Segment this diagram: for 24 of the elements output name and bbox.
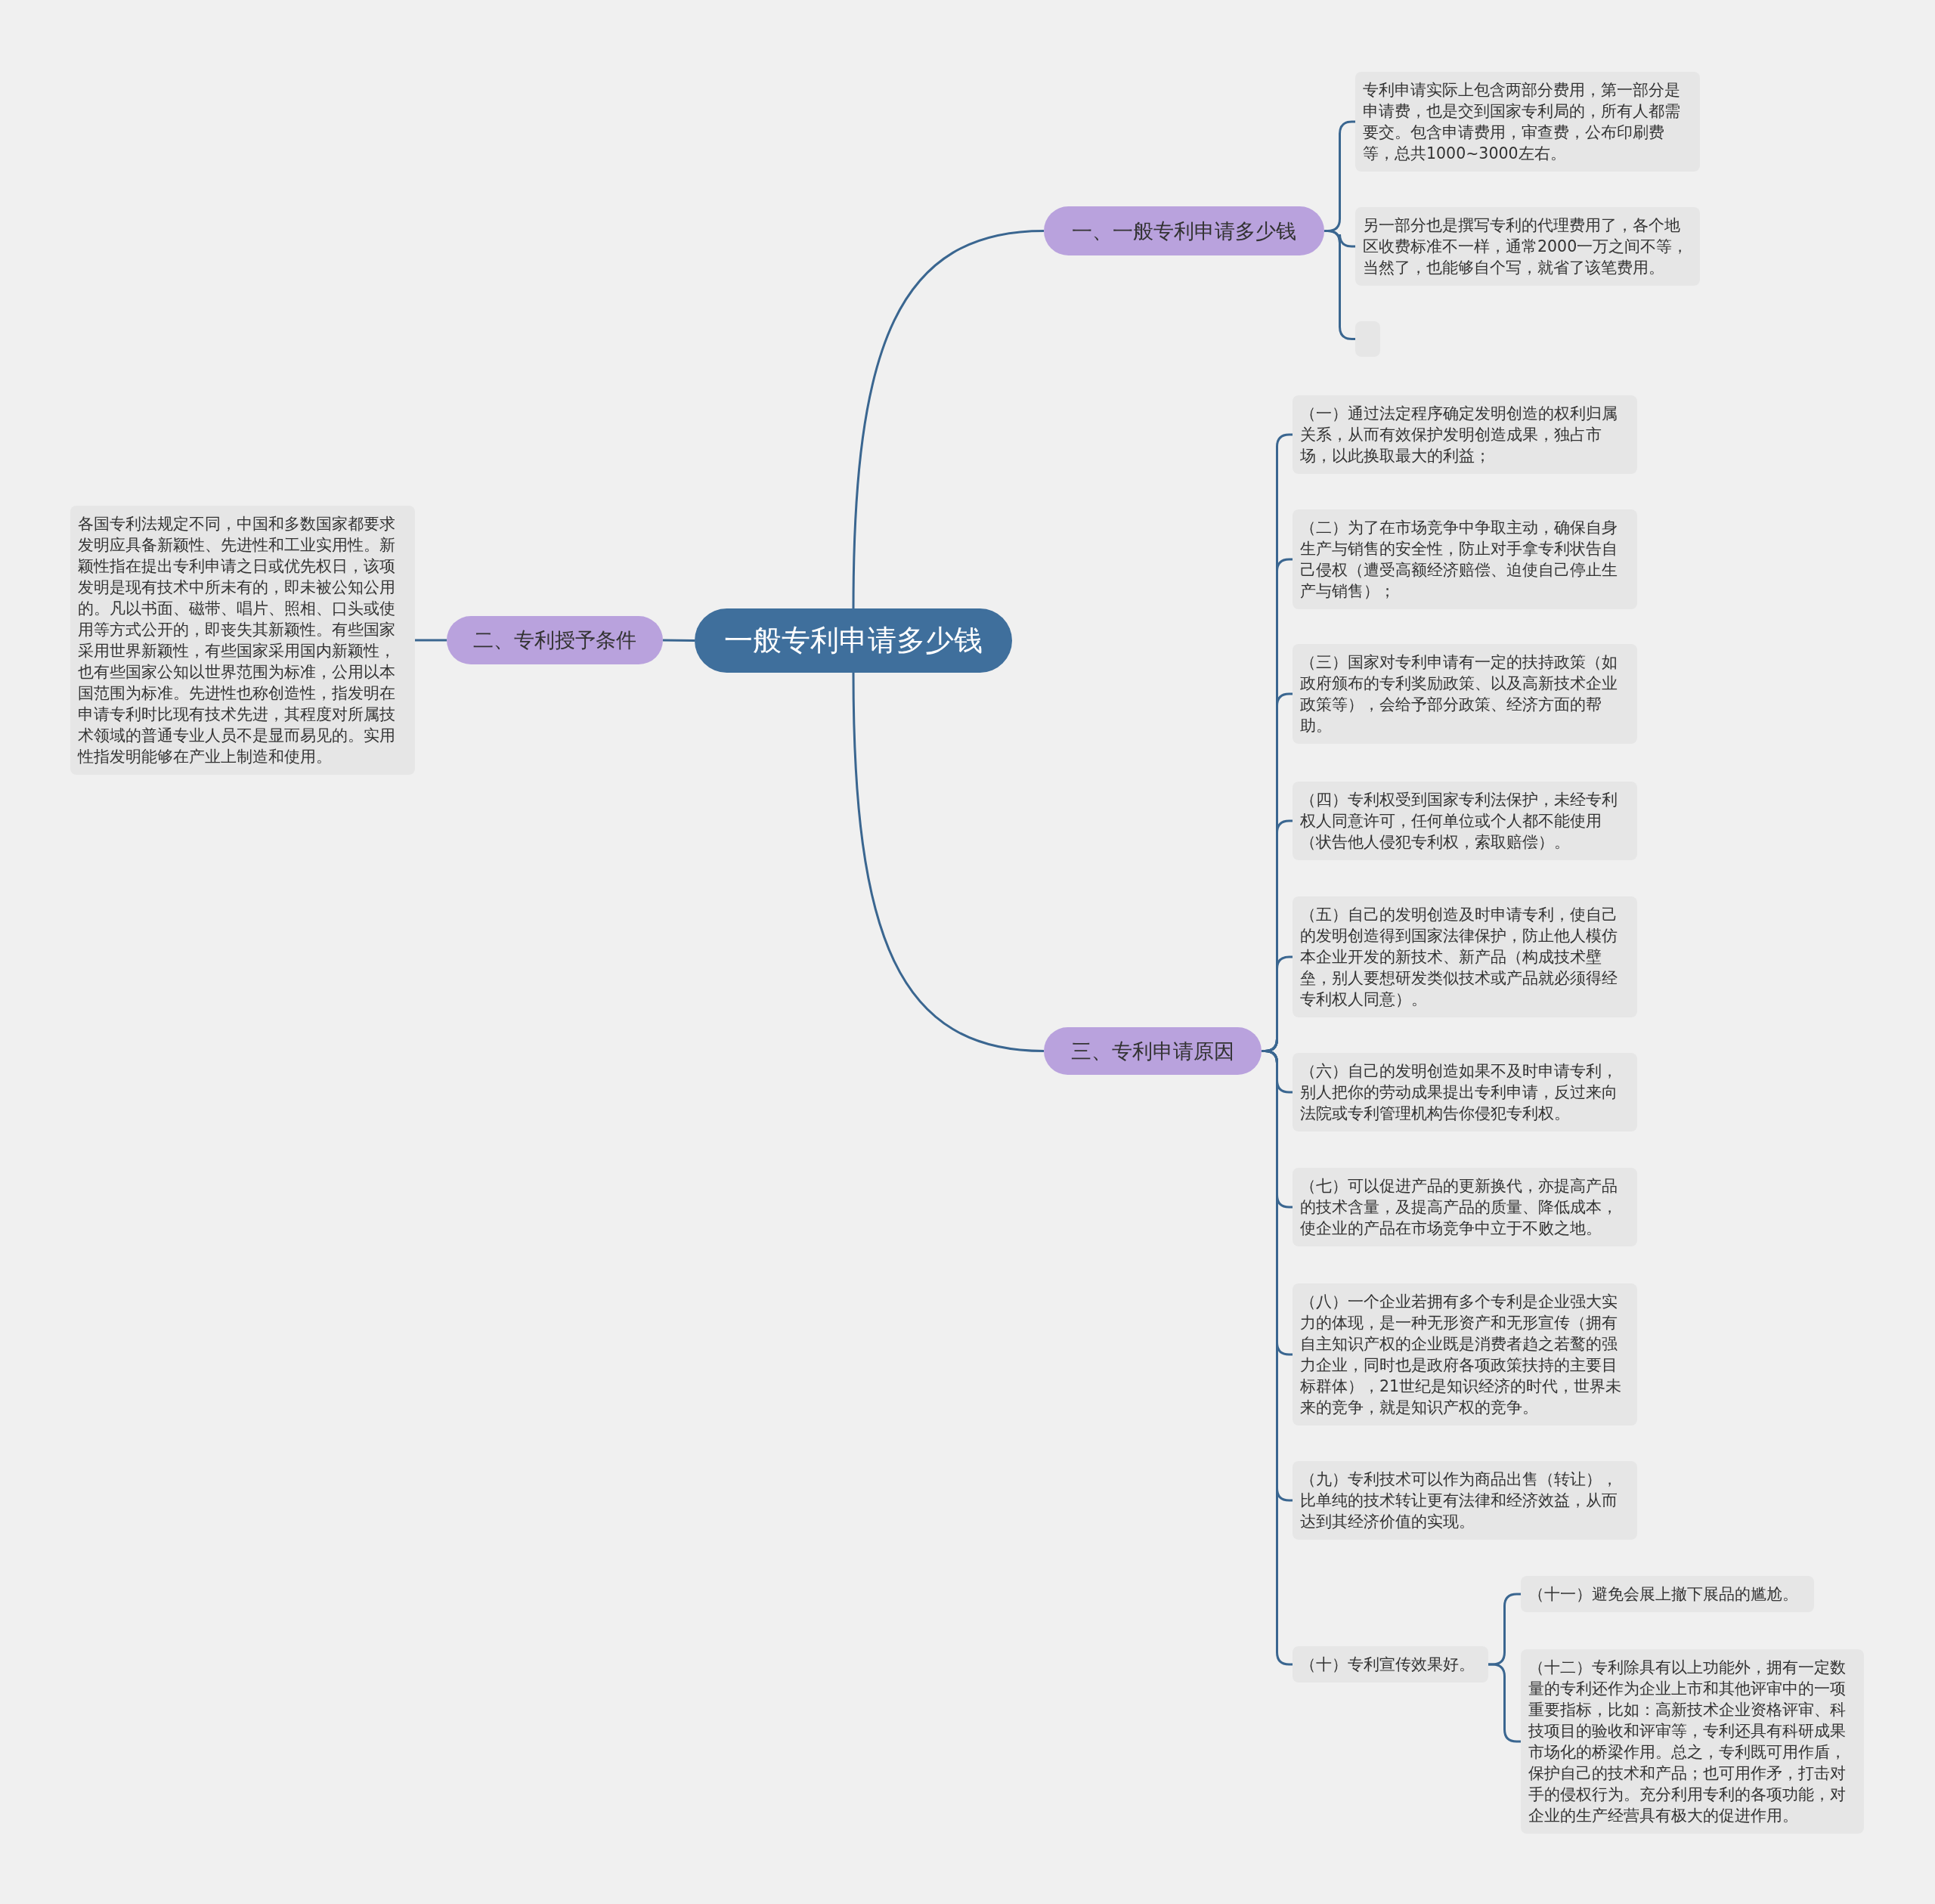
text-box: （二）为了在市场竞争中争取主动，确保自身生产与销售的安全性，防止对手拿专利状告自己侵权（遭受高额经济赔偿、迫使自己停止生产与销售）；: [1293, 509, 1637, 609]
text-box: 各国专利法规定不同，中国和多数国家都要求发明应具备新颖性、先进性和工业实用性。新颖性指在提出专利申请之日或优先权日，该项发明是现有技术中所未有的，即未被公知公用的。凡以书面、磁带、唱片、照相、口头或使用等方式公开的，即丧失其新颖性。有些国家采用世界新颖性，有些国家采用国内新颖性，也有些国家公知以世界范围为标准，公用以本国范围为标准。先进性也称创造性，指发明在申请专利时比现有技术先进，其程度对所属技术领域的普通专业人员不是显而易见的。实用性指发明能够在产业上制造和使用。: [70, 506, 415, 775]
text-box: （三）国家对专利申请有一定的扶持政策（如政府颁布的专利奖励政策、以及高新技术企业政策等），会给予部分政策、经济方面的帮助。: [1293, 644, 1637, 744]
topic-box: 一、一般专利申请多少钱: [1044, 206, 1324, 255]
topic-box: 二、专利授予条件: [447, 616, 663, 664]
connector-line: [852, 230, 1045, 609]
empty-box: [1355, 321, 1380, 357]
text-box: （六）自己的发明创造如果不及时申请专利，别人把你的劳动成果提出专利申请，反过来向法院或专利管理机构告你侵犯专利权。: [1293, 1053, 1637, 1132]
text-box: （七）可以促进产品的更新换代，亦提高产品的技术含量，及提高产品的质量、降低成本，使企业的产品在市场竞争中立于不败之地。: [1293, 1168, 1637, 1246]
text-box: 专利申请实际上包含两部分费用，第一部分是申请费，也是交到国家专利局的，所有人都需要交。包含申请费用，审查费，公布印刷费等，总共1000~3000左右。: [1355, 72, 1700, 172]
connector-line: [415, 639, 447, 642]
text-box: （十一）避免会展上撤下展品的尴尬。: [1521, 1576, 1814, 1612]
connector-line: [663, 639, 695, 642]
text-box: （十）专利宣传效果好。: [1293, 1646, 1488, 1683]
connector-line: [852, 672, 1045, 1052]
text-box: （八）一个企业若拥有多个专利是企业强大实力的体现，是一种无形资产和无形宣传（拥有自主知识产权的企业既是消费者趋之若鹜的强力企业，同时也是政府各项政策扶持的主要目标群体），21世纪是知识经济的时代，世界未来的竞争，就是知识产权的竞争。: [1293, 1283, 1637, 1426]
topic-box: 三、专利申请原因: [1044, 1027, 1262, 1075]
text-box: （十二）专利除具有以上功能外，拥有一定数量的专利还作为企业上市和其他评审中的一项重要指标，比如：高新技术企业资格评审、科技项目的验收和评审等，专利还具有科研成果市场化的桥梁作用。总之，专利既可用作盾，保护自己的技术和产品；也可用作矛，打击对手的侵权行为。充分利用专利的各项功能，对企业的生产经营具有极大的促进作用。: [1521, 1649, 1864, 1834]
text-box: （五）自己的发明创造及时申请专利，使自己的发明创造得到国家法律保护，防止他人模仿本企业开发的新技术、新产品（构成技术壁垒，别人要想研发类似技术或产品就必须得经专利权人同意）。: [1293, 896, 1637, 1017]
text-box: 另一部分也是撰写专利的代理费用了，各个地区收费标准不一样，通常2000一万之间不等，当然了，也能够自个写，就省了该笔费用。: [1355, 207, 1700, 286]
text-box: （九）专利技术可以作为商品出售（转让），比单纯的技术转让更有法律和经济效益，从而达到其经济价值的实现。: [1293, 1461, 1637, 1540]
text-box: （一）通过法定程序确定发明创造的权利归属关系，从而有效保护发明创造成果，独占市场，以此换取最大的利益；: [1293, 395, 1637, 474]
text-box: （四）专利权受到国家专利法保护，未经专利权人同意许可，任何单位或个人都不能使用（状告他人侵犯专利权，索取赔偿）。: [1293, 782, 1637, 860]
central-topic: 一般专利申请多少钱: [695, 608, 1012, 673]
